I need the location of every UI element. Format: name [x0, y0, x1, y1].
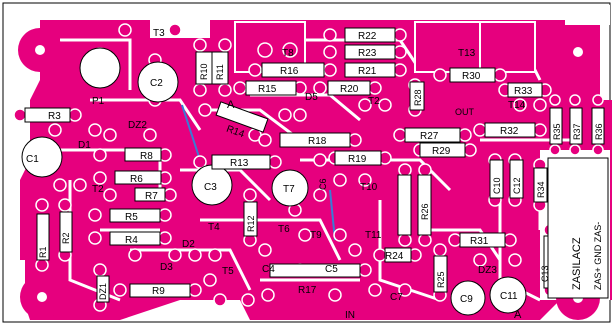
label-r25: R25: [436, 271, 446, 288]
label-r5: R5: [125, 212, 138, 223]
label-c3: C3: [204, 182, 217, 193]
label-c2: C2: [150, 78, 163, 89]
label-r3: R3: [48, 111, 61, 122]
label-t8: T8: [282, 48, 294, 59]
label-r24: R24: [385, 251, 404, 262]
label-in: IN: [345, 310, 355, 321]
label-r9: R9: [152, 286, 165, 297]
label-c5: C5: [325, 264, 338, 275]
label-a-bottom: A: [514, 309, 522, 321]
label-r17: R17: [298, 285, 317, 296]
label-d3: D3: [160, 262, 173, 273]
label-r19: R19: [348, 154, 367, 165]
label-a: A: [227, 99, 235, 111]
label-t4: T4: [208, 222, 220, 233]
label-r22: R22: [358, 31, 377, 42]
label-r37: R37: [572, 123, 582, 140]
label-zas-pins: ZAS+ GND ZAS-: [593, 222, 603, 290]
label-r1: R1: [38, 246, 48, 258]
label-c12: C12: [512, 177, 522, 194]
label-out: OUT: [455, 107, 475, 117]
label-c11: C11: [500, 291, 518, 302]
label-r27: R27: [420, 131, 439, 142]
label-r26: R26: [420, 203, 430, 220]
label-t7: T7: [283, 184, 295, 195]
label-t13: T13: [458, 48, 476, 59]
label-r8: R8: [140, 151, 153, 162]
label-c9: C9: [460, 294, 473, 305]
label-dz2: DZ2: [128, 120, 147, 131]
label-r21: R21: [358, 66, 377, 77]
label-r36: R36: [594, 123, 604, 140]
label-d2: D2: [182, 239, 195, 250]
label-t6: T6: [278, 224, 290, 235]
label-c6: C6: [318, 178, 328, 190]
label-d5: D5: [305, 92, 318, 103]
label-r18: R18: [308, 136, 327, 147]
label-r23: R23: [358, 48, 377, 59]
label-r10: R10: [199, 63, 209, 80]
label-r15: R15: [258, 84, 277, 95]
capacitor-c9: [450, 280, 486, 316]
capacitor-c1: [21, 136, 63, 178]
label-r11: R11: [215, 64, 225, 80]
label-c4: C4: [262, 264, 275, 275]
label-t14: T14: [508, 100, 526, 111]
label-c7: C7: [390, 292, 403, 303]
label-r7: R7: [145, 191, 158, 202]
potentiometer-p1: [79, 47, 121, 89]
label-r30: R30: [462, 71, 481, 82]
label-r28: R28: [413, 89, 423, 106]
label-t9: T9: [310, 230, 322, 241]
label-zasilacz: ZASILACZ: [571, 237, 583, 290]
label-c10: C10: [492, 177, 502, 194]
label-dz1: DZ1: [98, 283, 108, 300]
capacitor-c2: [137, 61, 179, 103]
transistor-t7: [271, 169, 309, 207]
label-r20: R20: [340, 84, 359, 95]
label-r16: R16: [280, 66, 299, 77]
label-r6: R6: [130, 174, 143, 185]
capacitor-c11: [489, 276, 527, 314]
label-d1: D1: [78, 140, 91, 151]
label-t5: T5: [222, 266, 234, 277]
label-c13: C13: [540, 265, 550, 282]
label-dz3: DZ3: [478, 265, 497, 276]
label-r12: R12: [246, 215, 256, 232]
label-r31: R31: [470, 236, 489, 247]
label-r4: R4: [125, 235, 138, 246]
label-t12: T2: [368, 96, 380, 107]
label-r32: R32: [500, 126, 519, 137]
label-t10: T10: [360, 182, 378, 193]
power-connector: [547, 157, 609, 299]
label-t11: T11: [365, 230, 382, 241]
label-r13: R13: [230, 158, 249, 169]
label-t3: T3: [153, 28, 165, 39]
label-p1: P1: [92, 96, 105, 107]
label-r34: R34: [536, 181, 546, 198]
label-r2: R2: [61, 232, 71, 244]
label-c1: C1: [26, 154, 39, 165]
label-r29: R29: [432, 146, 451, 157]
electrolytic-capacitors: [21, 47, 527, 316]
silkscreen-labels: T3 T8 T13 P1 C2 R10 R11 R16 R15 R22 R23 …: [26, 28, 604, 321]
label-r35: R35: [552, 123, 562, 140]
label-r33: R33: [514, 86, 533, 97]
label-t2: T2: [92, 184, 104, 195]
